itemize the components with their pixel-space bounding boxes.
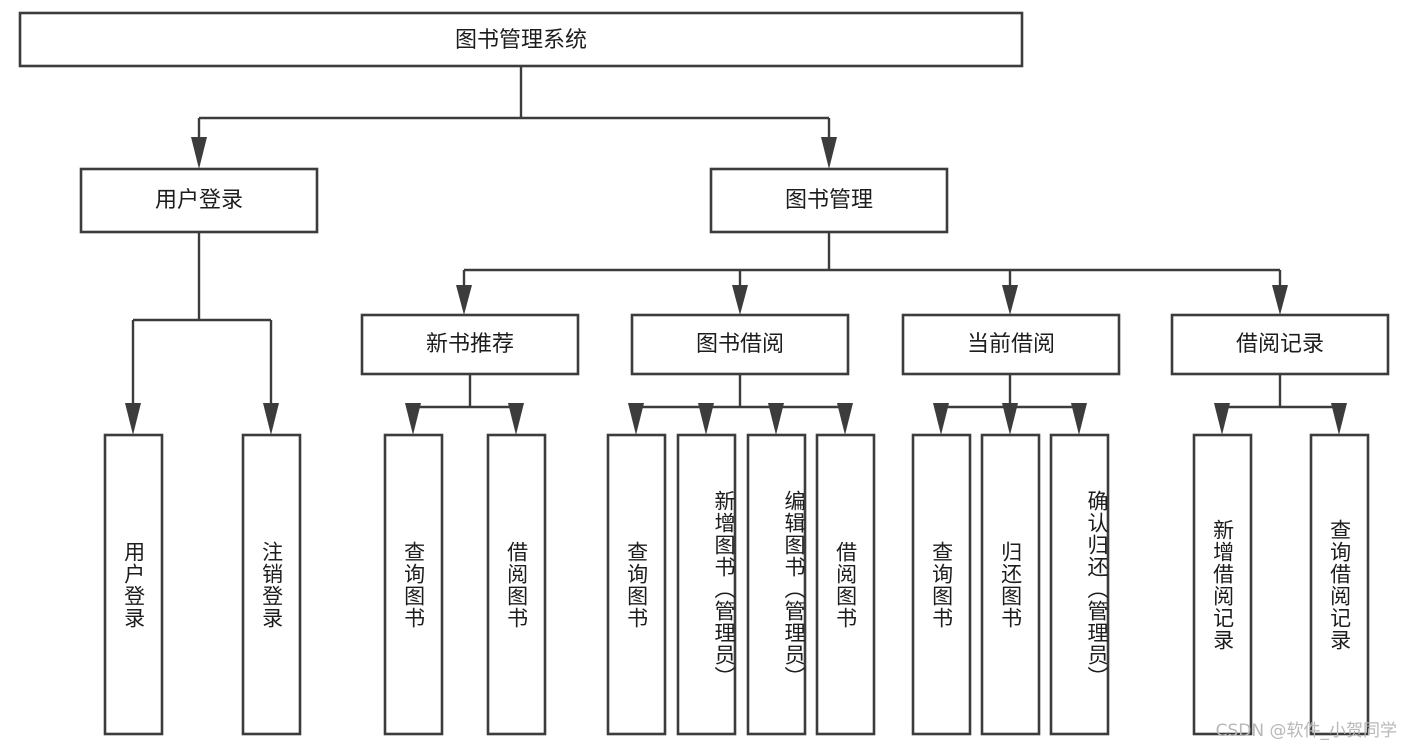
arrow-head-leaf-edit-book [768, 403, 784, 435]
arrow-head-leaf-query-book-2 [628, 403, 644, 435]
node-root-label: 图书管理系统 [455, 28, 587, 53]
connector-group-user-login [125, 232, 279, 435]
node-book-manage[interactable]: 图书管理 [709, 167, 949, 234]
leaf-box-query-book-3[interactable] [911, 433, 972, 736]
arrow-head-leaf-borrow-book-2 [837, 403, 853, 435]
node-borrow-record-box[interactable] [1170, 313, 1390, 376]
leaf-box-edit-book[interactable] [746, 433, 807, 736]
arrow-head-leaf-query-record [1331, 403, 1347, 435]
connector-group-root [191, 66, 837, 169]
arrow-head-current-borrow [1002, 285, 1018, 315]
connector-group-new-book-recommend [405, 374, 524, 435]
leaf-box-return-book[interactable] [980, 433, 1041, 736]
node-new-book-recommend-box[interactable] [360, 313, 580, 376]
arrow-head-leaf-query-book-3 [933, 403, 949, 435]
leaf-boxes [103, 433, 1370, 736]
arrow-head-leaf-query-book-1 [405, 403, 421, 435]
leaf-box-borrow-book-2[interactable] [815, 433, 876, 736]
node-borrow-record[interactable]: 借阅记录 [1170, 313, 1390, 376]
connector-group-book-borrow [628, 374, 853, 435]
node-current-borrow-label: 当前借阅 [967, 332, 1055, 357]
node-root-box[interactable] [18, 11, 1024, 68]
connector-group-borrow-record [1214, 374, 1347, 435]
node-user-login-box[interactable] [79, 167, 319, 234]
arrow-head-book-borrow [732, 285, 748, 315]
leaf-box-add-book[interactable] [676, 433, 737, 736]
leaf-box-query-record[interactable] [1309, 433, 1370, 736]
arrow-head-leaf-user-login [125, 403, 141, 435]
arrow-head-leaf-confirm-return [1071, 403, 1087, 435]
arrow-head-leaf-return-book [1002, 403, 1018, 435]
node-book-manage-box[interactable] [709, 167, 949, 234]
node-borrow-record-label: 借阅记录 [1236, 332, 1324, 357]
arrow-head-user-login [191, 137, 207, 169]
node-user-login-label: 用户登录 [155, 188, 243, 213]
node-user-login[interactable]: 用户登录 [79, 167, 319, 234]
arrow-head-leaf-add-record [1214, 403, 1230, 435]
node-new-book-recommend[interactable]: 新书推荐 [360, 313, 580, 376]
node-root[interactable]: 图书管理系统 [18, 11, 1024, 68]
leaf-box-user-login[interactable] [103, 433, 164, 736]
arrow-head-leaf-borrow-book-1 [508, 403, 524, 435]
leaf-box-add-record[interactable] [1192, 433, 1253, 736]
node-current-borrow-box[interactable] [901, 313, 1121, 376]
node-book-borrow-label: 图书借阅 [696, 332, 784, 357]
node-book-borrow-box[interactable] [630, 313, 850, 376]
leaf-box-query-book-2[interactable] [606, 433, 667, 736]
arrow-head-new-book-recommend [456, 285, 472, 315]
arrow-head-leaf-logout-login [263, 403, 279, 435]
connector-group-current-borrow [933, 374, 1087, 435]
leaf-box-confirm-return[interactable] [1049, 433, 1110, 736]
node-book-manage-label: 图书管理 [785, 188, 873, 213]
node-current-borrow[interactable]: 当前借阅 [901, 313, 1121, 376]
node-book-borrow[interactable]: 图书借阅 [630, 313, 850, 376]
leaf-box-logout-login[interactable] [241, 433, 302, 736]
watermark-text: CSDN @软件_小贺同学 [1215, 721, 1397, 741]
node-new-book-recommend-label: 新书推荐 [426, 332, 514, 357]
leaf-box-query-book-1[interactable] [383, 433, 444, 736]
arrow-head-book-manage [821, 137, 837, 169]
arrow-head-leaf-add-book [698, 403, 714, 435]
leaf-box-borrow-book-1[interactable] [486, 433, 547, 736]
connector-group-book-manage [456, 232, 1288, 315]
arrow-head-borrow-record [1272, 285, 1288, 315]
